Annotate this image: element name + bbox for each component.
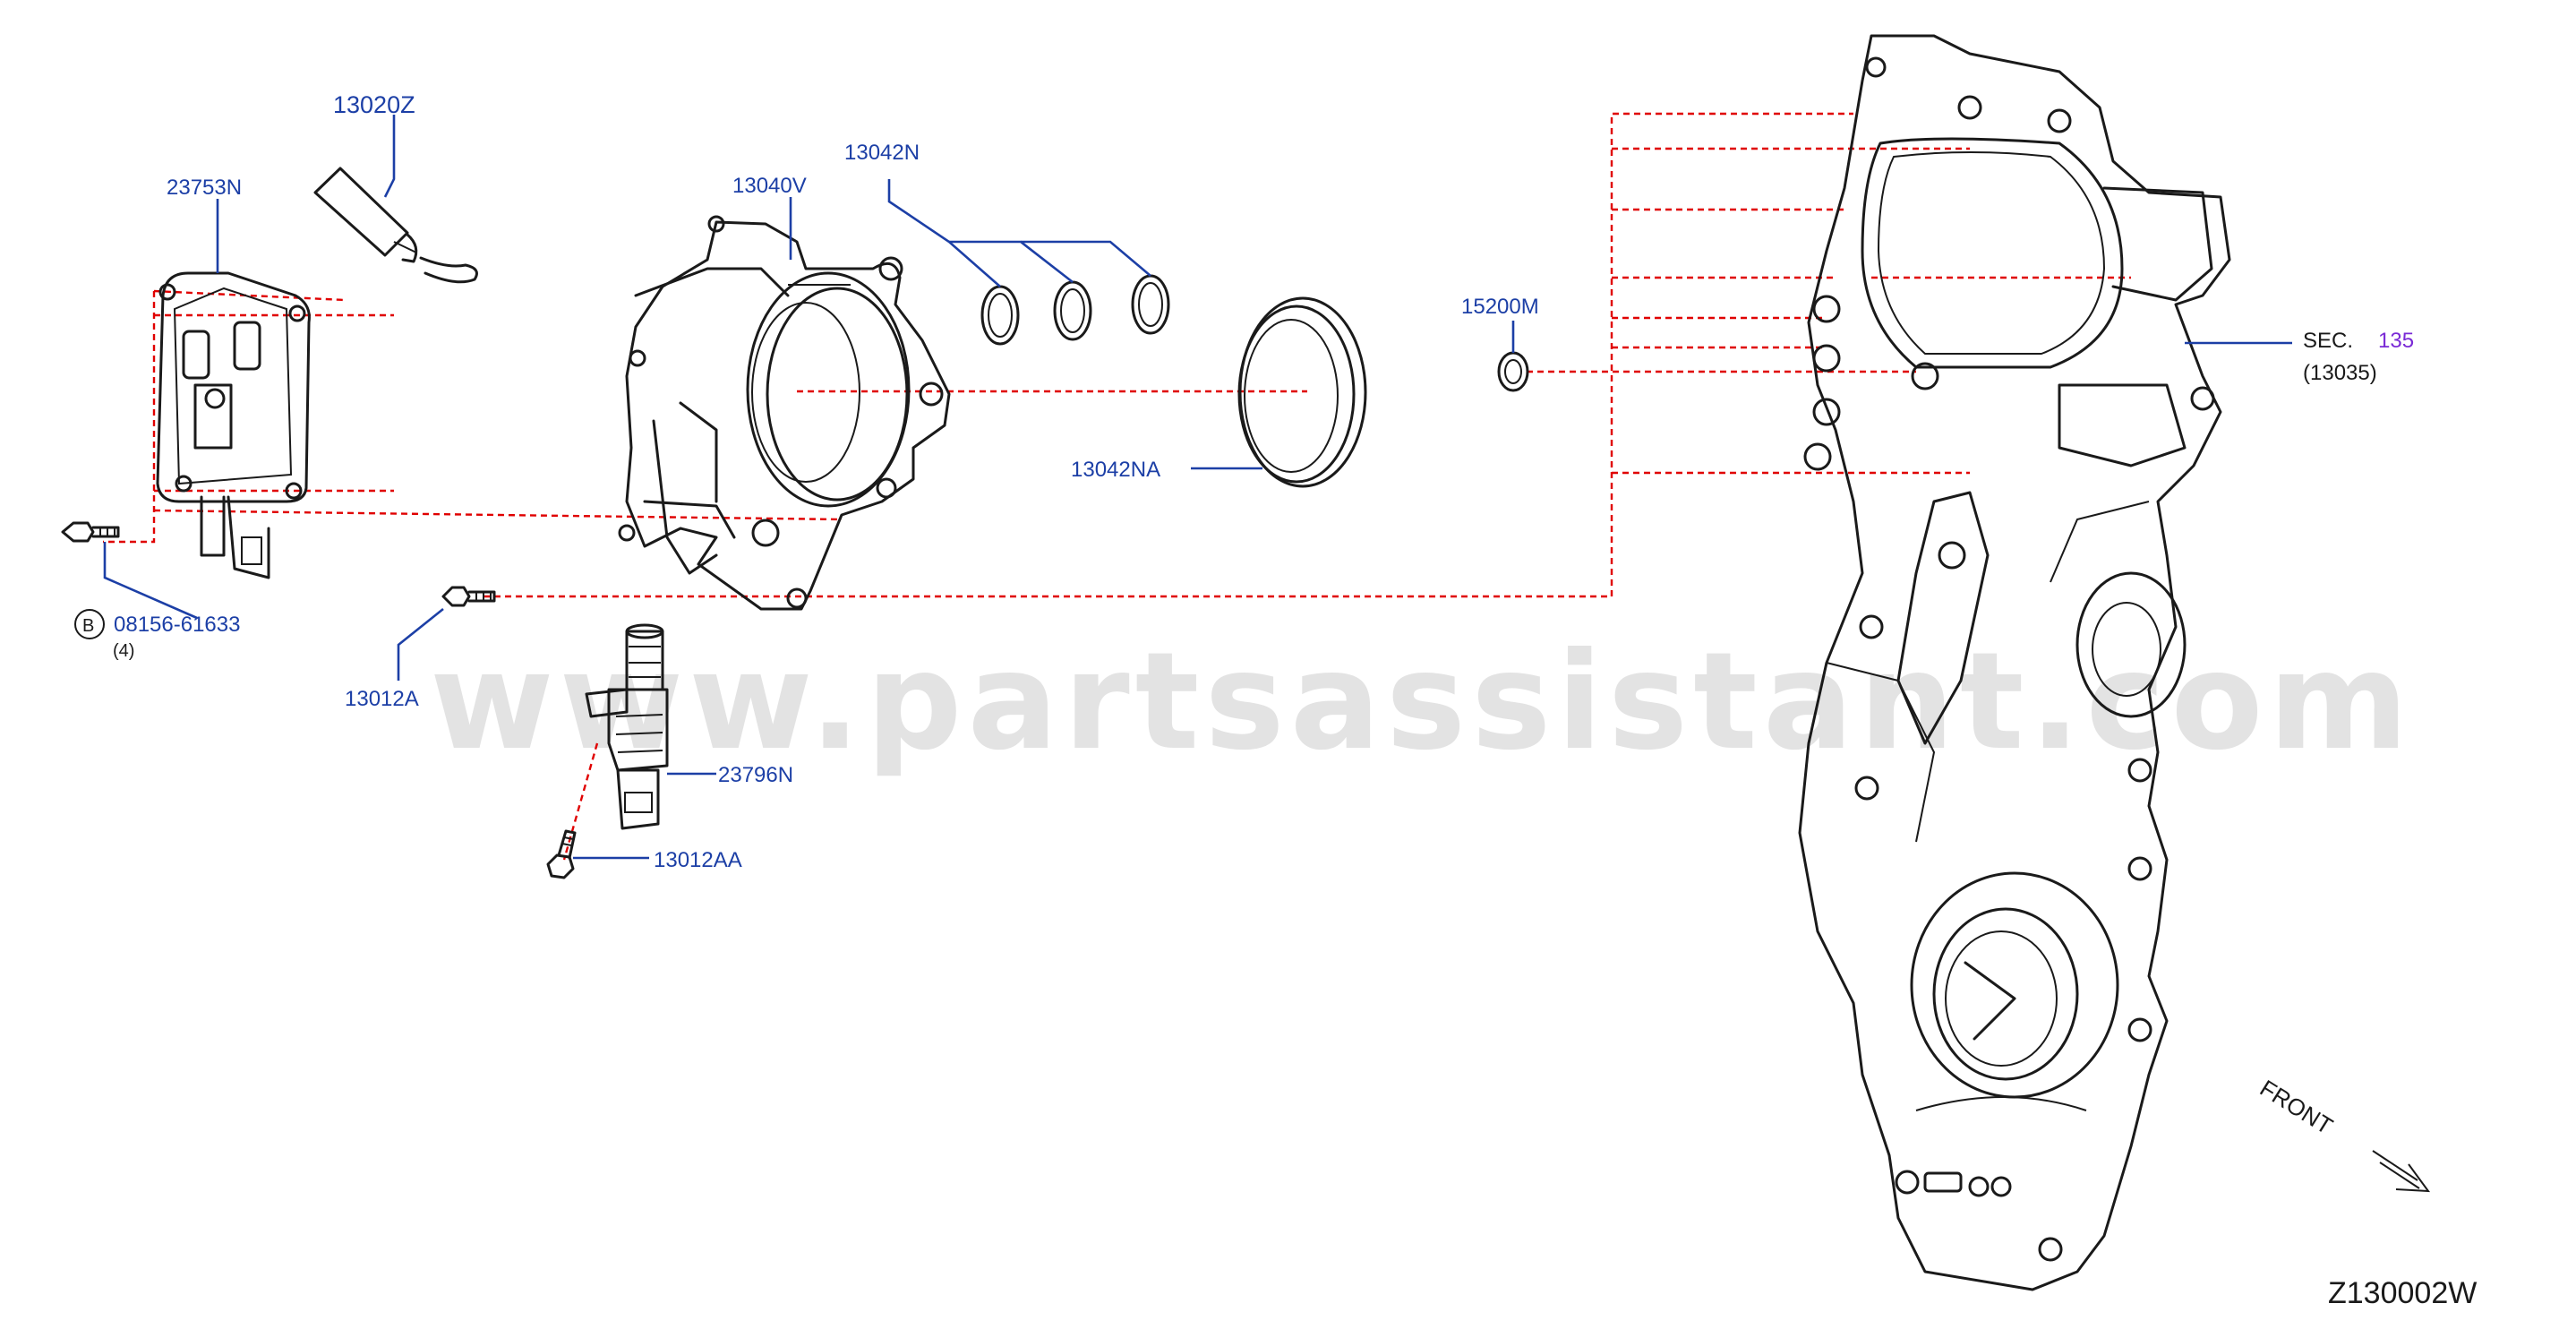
part-label-13020Z: 13020Z — [333, 91, 415, 118]
part-label-13042N: 13042N — [844, 141, 920, 165]
bolt-quantity: (4) — [113, 641, 134, 661]
part-labels: 23753N 13020Z 13040V 13042N 13042NA 1520… — [74, 91, 2414, 872]
diagram-code: Z130002W — [2328, 1276, 2477, 1310]
front-cover-housing-13040V — [618, 215, 951, 611]
bolt-marker-letter: B — [82, 616, 94, 636]
oil-seal-13042NA — [1237, 296, 1367, 488]
section-label: SEC. — [2303, 329, 2353, 353]
section-reference: (13035) — [2303, 361, 2377, 385]
bolt-marker-circle — [74, 609, 105, 639]
part-label-08156-61633: 08156-61633 — [114, 613, 240, 637]
o-rings-13042N — [980, 274, 1170, 346]
part-label-23753N: 23753N — [167, 176, 242, 200]
part-label-13012AA: 13012AA — [654, 848, 742, 872]
bolt-08156-61633 — [61, 521, 120, 543]
part-label-13012A: 13012A — [345, 687, 419, 711]
front-label: FRONT — [2255, 1075, 2338, 1140]
solenoid-valve-23796N — [585, 623, 669, 830]
sealant-tube-13020Z — [313, 167, 478, 284]
reference-lines — [103, 112, 2131, 861]
section-number: 135 — [2378, 329, 2414, 353]
leader-lines — [103, 115, 2292, 860]
part-label-15200M: 15200M — [1461, 295, 1539, 319]
engine-front-cover-sec135 — [1798, 34, 2231, 1291]
vtc-cover-23753N — [156, 271, 311, 579]
part-label-13042NA: 13042NA — [1071, 458, 1160, 482]
bolt-13012A — [441, 586, 496, 607]
seal-15200M — [1497, 351, 1529, 392]
watermark: www.partsassistant.com — [430, 624, 2414, 780]
front-direction-indicator: FRONT — [2255, 1075, 2431, 1193]
part-label-13040V: 13040V — [732, 174, 807, 198]
part-label-23796N: 23796N — [718, 763, 793, 787]
bolt-13012AA — [546, 829, 577, 879]
front-arrow-icon — [2372, 1150, 2431, 1193]
